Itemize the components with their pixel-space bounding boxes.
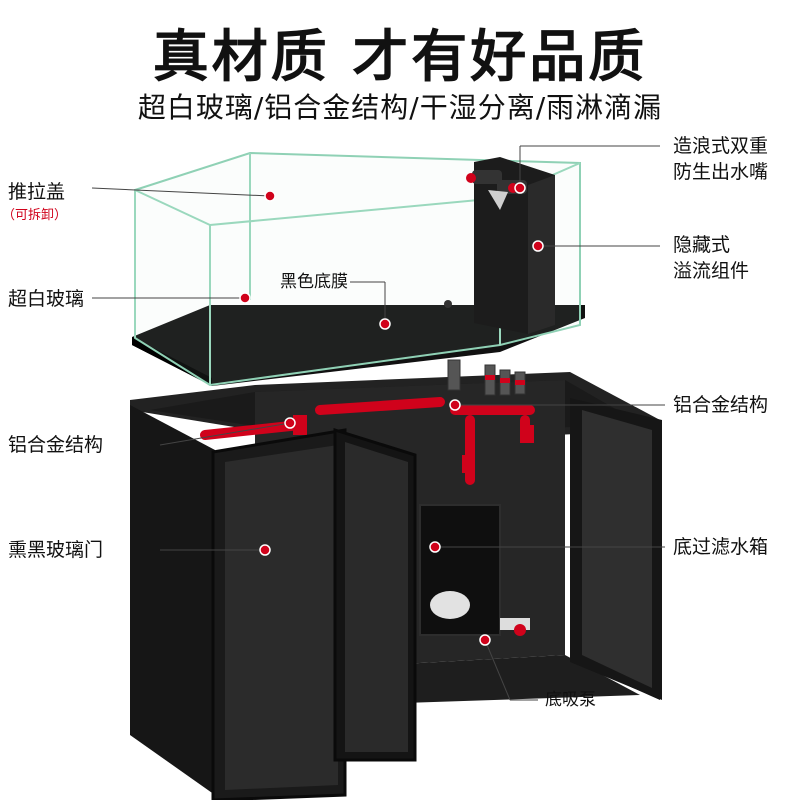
label-wave-outlet-line2: 防生出水嘴 xyxy=(673,161,769,183)
label-hidden-overflow-line1: 隐藏式 xyxy=(673,234,731,256)
red-dot-marker-icon xyxy=(239,182,544,646)
glass-tank xyxy=(132,151,585,387)
tank-back-glass xyxy=(134,151,581,387)
cabinet xyxy=(130,359,662,800)
label-push-lid: 推拉盖 xyxy=(8,181,66,203)
label-wave-outlet-line1: 造浪式双重 xyxy=(673,135,769,157)
label-ultra-clear-glass: 超白玻璃 xyxy=(8,288,85,310)
leader-lines xyxy=(91,145,665,701)
label-hidden-overflow-line2: 溢流组件 xyxy=(673,260,750,282)
label-bottom-pump: 底吸泵 xyxy=(545,690,596,710)
label-black-bottom-film: 黑色底膜 xyxy=(280,272,348,292)
label-smoked-glass-door: 熏黑玻璃门 xyxy=(8,539,104,561)
wave-outlet xyxy=(472,170,502,184)
label-sump-tank: 底过滤水箱 xyxy=(673,536,769,558)
label-aluminum-structure-left: 铝合金结构 xyxy=(8,434,104,456)
label-push-lid-note: （可拆卸） xyxy=(2,208,68,223)
label-aluminum-structure-right: 铝合金结构 xyxy=(673,394,769,416)
tank-black-base xyxy=(132,305,585,386)
page-title: 真材质 才有好品质 xyxy=(152,25,648,90)
page-subtitle: 超白玻璃/铝合金结构/干湿分离/雨淋滴漏 xyxy=(137,91,663,124)
